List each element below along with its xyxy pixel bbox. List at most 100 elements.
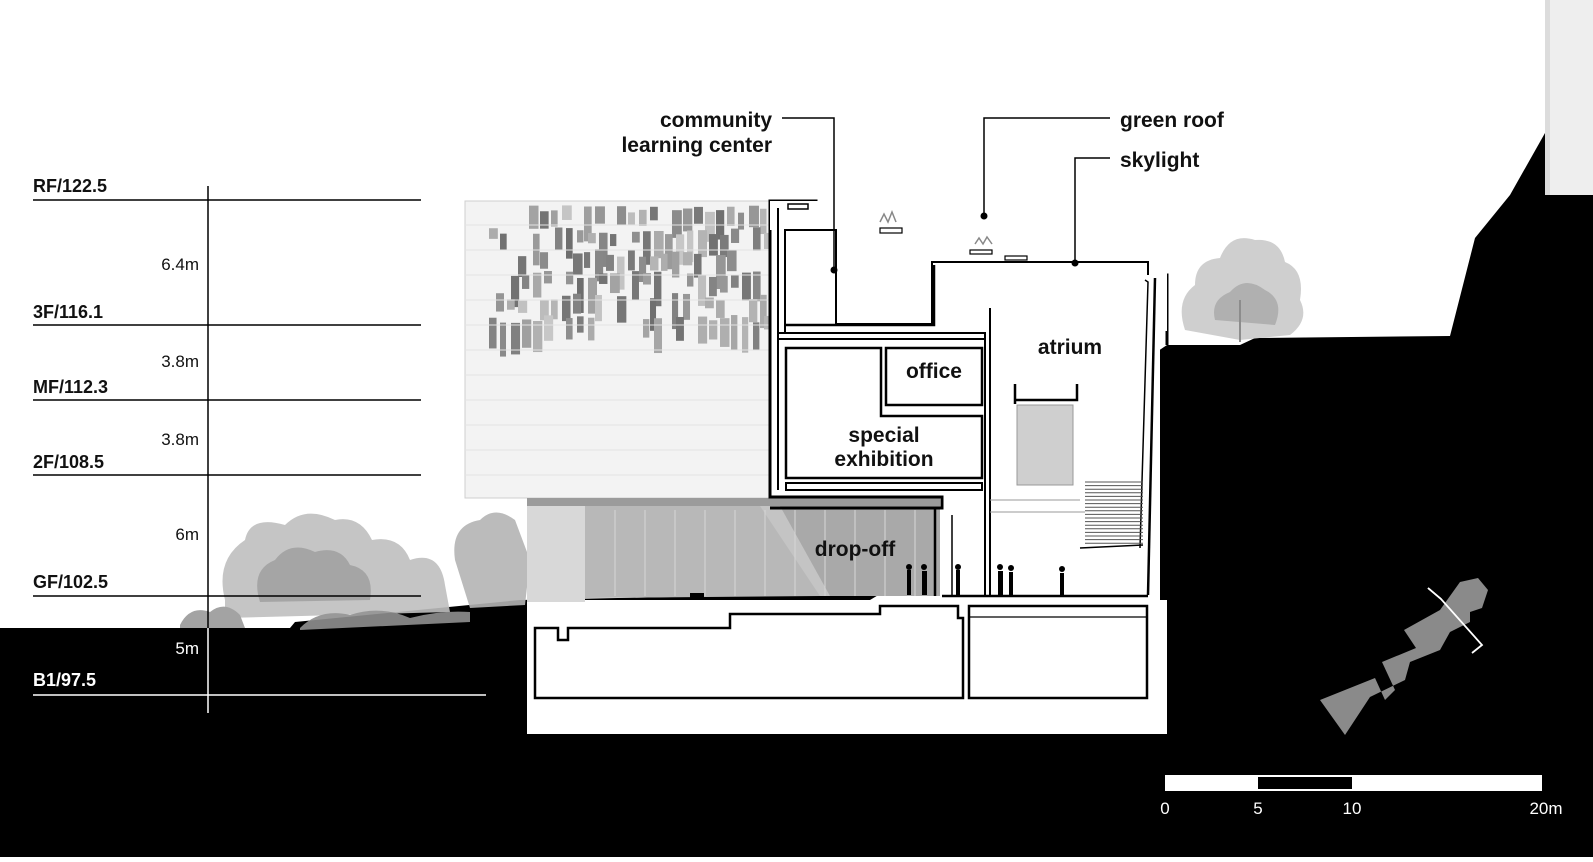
level-3f: 3F/116.1 [33,302,103,322]
facade-fin [500,322,507,357]
scale-label-20m: 20m [1529,799,1562,818]
facade-fin [650,256,659,271]
callout-dot-green-roof [980,212,988,220]
facade-fin [643,231,651,265]
facade-fin [595,294,602,322]
facade-fin [705,297,714,309]
facade-fin [738,212,745,230]
facade-fin [643,273,651,285]
facade-fin [555,227,563,251]
trees-left [180,512,530,630]
facade-fin [489,228,498,239]
facade-fin [639,256,647,283]
facade-fin [683,252,693,266]
facade-fin [540,300,549,321]
facade-fin [716,255,726,290]
facade-fin [610,273,620,294]
callout-leaders [782,117,1110,270]
facade-fin [599,273,608,284]
facade-fin [551,210,558,227]
facade-fin [672,293,679,330]
facade-fin [573,253,583,276]
facade-fin [654,271,662,307]
facade-fin [650,298,657,331]
level-mf: MF/112.3 [33,377,108,397]
level-lines [33,186,421,628]
facade-fin [511,275,520,308]
room-special-line2: exhibition [834,448,933,471]
scale-label-0: 0 [1160,799,1169,818]
facade-fin [584,252,591,268]
height-rf-3f: 6.4m [161,255,199,274]
facade-fin [760,294,767,329]
facade-fin [643,319,650,338]
scale-label-5: 5 [1253,799,1262,818]
level-rf: RF/122.5 [33,176,107,196]
facade-fin [595,249,604,282]
callout-community-line1: community [660,109,772,132]
facade-fin [720,275,728,293]
building-section [768,199,1169,598]
facade-fin [628,249,635,271]
facade-fin [610,234,617,247]
facade-fin [694,253,702,278]
scale-bar [1165,775,1542,791]
facade-fin [511,322,521,355]
facade-fin [544,271,552,284]
site-plan-key [1320,578,1488,735]
callout-green-roof: green roof [1120,109,1225,132]
facade-fin [632,231,640,243]
neighbor-building [1548,0,1593,195]
level-lines-white [33,628,486,713]
facade-fin [698,230,708,258]
facade-fin [705,211,715,242]
facade-fin [540,252,549,269]
facade-fin [716,300,725,318]
facade-fin [753,227,761,251]
facade-fin [720,234,729,258]
facade-fin [683,208,693,232]
facade-fin [749,299,758,323]
people [690,564,1065,598]
facade-fin [639,209,647,226]
facade-fin [654,318,663,354]
facade-fin [533,272,542,298]
facade-fin [566,271,574,285]
facade-fin [588,233,596,244]
facade-fin [698,316,708,344]
facade-fin [749,205,759,228]
facade-fin [617,206,627,225]
ground-floor-glazing [527,498,942,602]
scale-label-10: 10 [1343,799,1362,818]
facade-fin [727,206,735,227]
facade-fin [742,317,749,353]
room-office: office [906,360,962,383]
facade-fin [577,230,584,243]
basement [527,600,1167,734]
facade-fin [588,317,595,341]
facade-fin [650,206,658,221]
facade-fin [742,272,751,301]
facade-fin [540,211,549,229]
room-special-line1: special [848,424,919,447]
callout-community-line2: learning center [621,134,772,157]
level-gf: GF/102.5 [33,572,108,592]
facade-fin [595,206,605,224]
facade-fin [522,274,530,289]
facade-fin [731,274,739,288]
facade-fin [709,276,717,297]
facade-fin [522,319,532,348]
facade-fin [577,316,584,333]
facade-fin [753,271,761,302]
facade-fin [566,318,573,340]
facade-fin [753,322,760,350]
facade-fin [562,205,572,220]
facade-fin [727,249,737,272]
room-dropoff: drop-off [815,538,896,561]
facade-fin [496,293,504,312]
facade-fin [551,299,558,320]
facade-fin [584,206,592,242]
facade-fin [617,296,627,323]
